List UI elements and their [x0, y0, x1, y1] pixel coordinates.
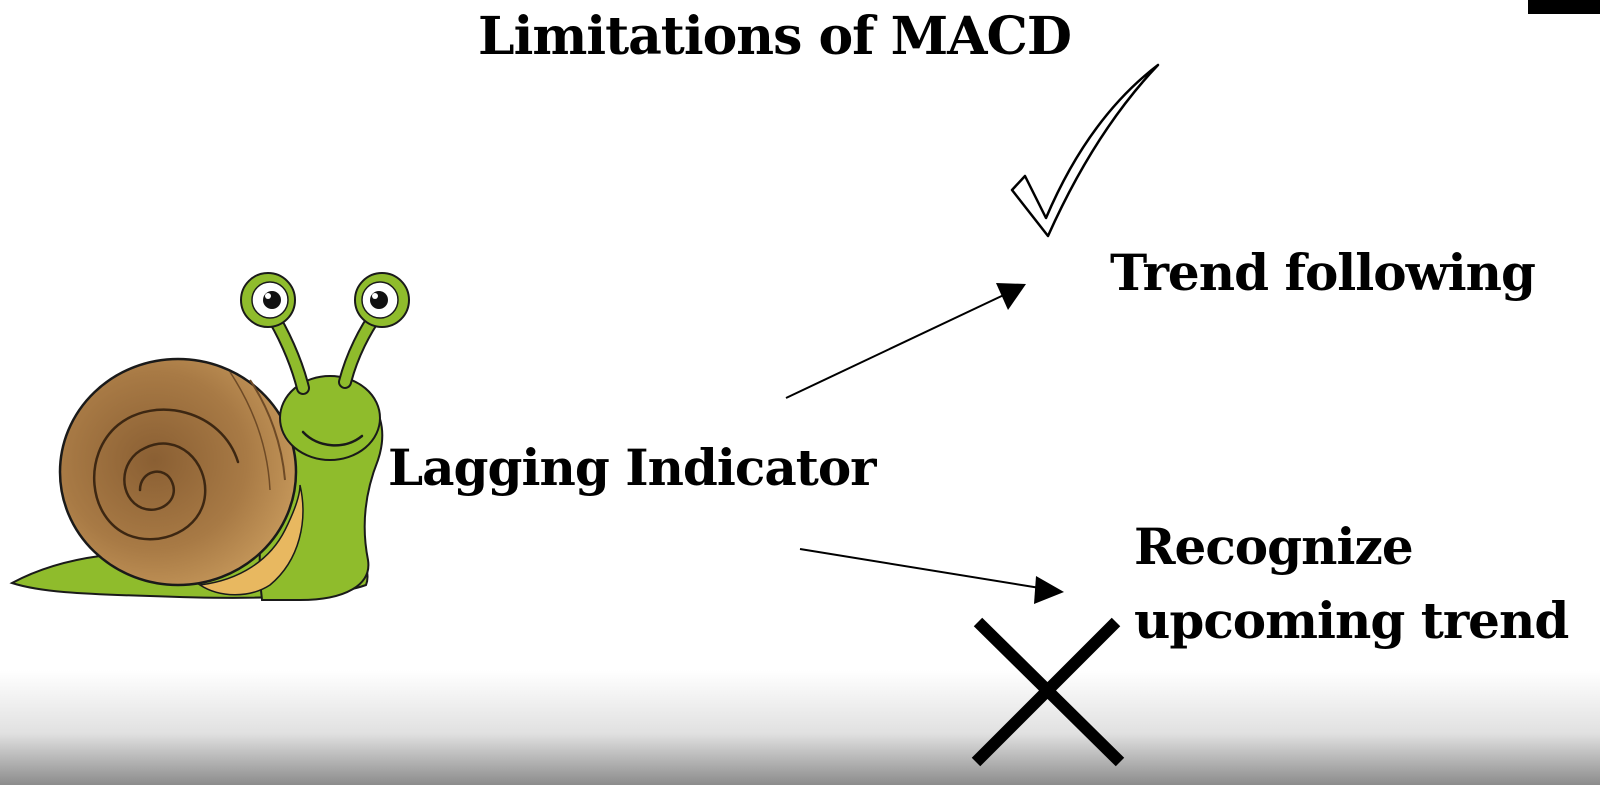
- slide-title: Limitations of MACD: [478, 6, 1072, 67]
- recognize-upcoming-trend-label: Recognize upcoming trend: [1134, 510, 1569, 658]
- trend-following-label: Trend following: [1110, 243, 1536, 302]
- x-mark-icon: [971, 617, 1125, 767]
- lagging-indicator-label: Lagging Indicator: [388, 438, 877, 497]
- recognize-line-1: Recognize: [1134, 517, 1414, 576]
- arrow-to-trend-following: [785, 283, 1026, 399]
- snail-icon: [9, 272, 410, 601]
- checkmark-icon: [1010, 63, 1160, 238]
- corner-mark: [1528, 0, 1600, 14]
- arrow-to-recognize: [799, 548, 1064, 604]
- recognize-line-2: upcoming trend: [1134, 591, 1569, 650]
- bottom-gradient: [0, 670, 1600, 785]
